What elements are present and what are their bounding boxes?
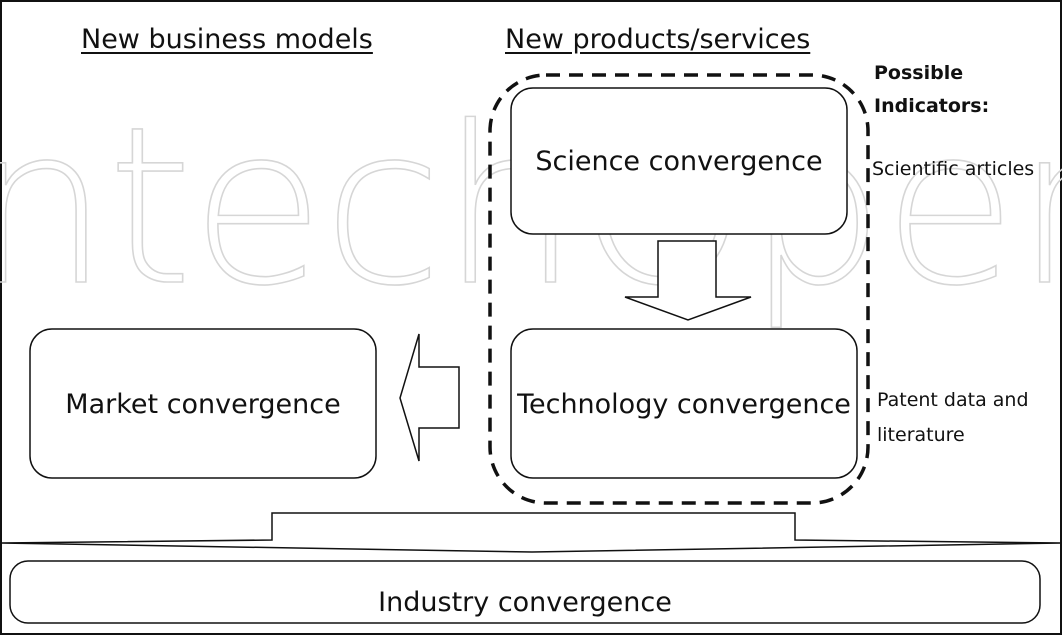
- industry-convergence-label: Industry convergence: [378, 587, 672, 618]
- patent-data-indicator-line1: Patent data and: [877, 389, 1029, 411]
- down-arrow: [624, 240, 752, 321]
- science-box: [510, 87, 848, 235]
- technology-convergence-label: Technology convergence: [517, 389, 851, 420]
- indicators-title-line1: Possible: [874, 62, 964, 84]
- technology-box: [510, 328, 858, 479]
- scientific-articles-indicator: Scientific articles: [872, 158, 1035, 180]
- dashed-boundary: [488, 73, 870, 505]
- industry-arrow: [0, 512, 1062, 553]
- indicators-title-line2: Indicators:: [874, 95, 990, 117]
- market-convergence-label: Market convergence: [65, 389, 341, 420]
- left-arrow: [399, 333, 460, 462]
- heading-products-services: New products/services: [505, 24, 811, 55]
- heading-business-models: New business models: [81, 24, 373, 55]
- patent-data-indicator-line2: literature: [877, 424, 965, 446]
- market-box: [29, 328, 377, 479]
- industry-box: [9, 560, 1041, 624]
- science-convergence-label: Science convergence: [535, 146, 823, 177]
